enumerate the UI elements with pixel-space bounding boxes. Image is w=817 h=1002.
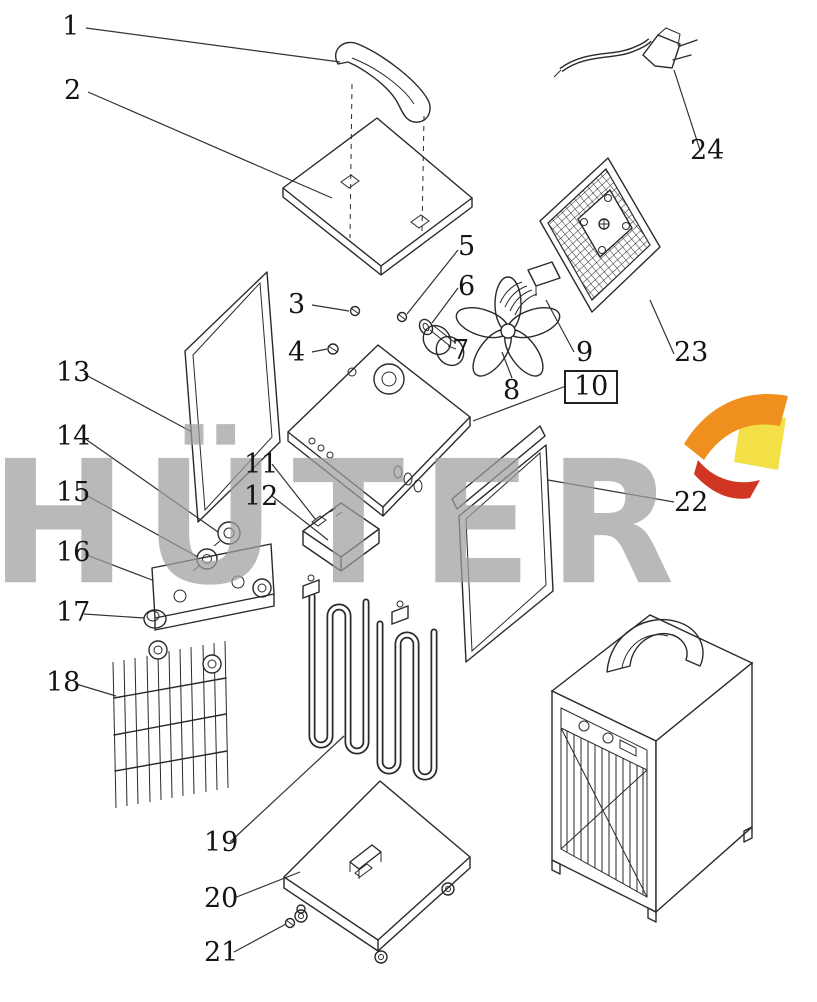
part-top-cover: [283, 118, 472, 275]
part-label-23: 23: [674, 337, 709, 368]
part-label-4: 4: [288, 337, 306, 368]
watermark-text: HÜTER: [0, 424, 691, 623]
leader-line-8: [502, 352, 512, 378]
leader-line-7: [448, 346, 456, 349]
part-capacitor: [303, 503, 379, 571]
part-switch: [144, 610, 166, 628]
part-label-9: 9: [576, 337, 594, 368]
part-power-cord: [554, 28, 697, 77]
part-label-13: 13: [56, 357, 91, 388]
part-screw-5: [398, 313, 407, 322]
part-rear-grille: [540, 158, 660, 312]
part-label-12: 12: [244, 481, 279, 512]
part-label-22: 22: [674, 487, 709, 518]
leader-line-1: [86, 28, 340, 62]
leader-line-23: [650, 300, 674, 354]
part-screw-3: [351, 307, 360, 316]
assembled-heater: [552, 615, 752, 922]
part-label-10: 10: [564, 370, 619, 404]
part-control-panel: [152, 544, 274, 630]
part-label-1: 1: [62, 11, 80, 42]
part-handle: [336, 42, 430, 238]
leader-line-24: [674, 70, 700, 150]
part-right-side-panel: [452, 426, 553, 662]
leader-line-6: [432, 288, 458, 323]
part-motor: [418, 320, 470, 370]
leader-line-17: [84, 614, 144, 618]
part-label-16: 16: [56, 537, 91, 568]
part-heater-grille: [113, 641, 228, 808]
leader-line-14: [84, 438, 218, 532]
part-label-19: 19: [204, 827, 239, 858]
leader-line-11: [272, 464, 316, 520]
brand-logo-icon: [684, 394, 788, 499]
logo-orange-shape: [684, 394, 788, 460]
unit-handle: [607, 620, 703, 672]
leader-line-22: [548, 480, 674, 502]
part-label-15: 15: [56, 477, 91, 508]
part-bushing-6: [417, 317, 435, 337]
leader-line-15: [84, 494, 198, 557]
part-bottom-plate: [284, 781, 470, 963]
part-motor-bracket: [500, 262, 560, 315]
part-label-8: 8: [503, 375, 521, 406]
leader-line-16: [84, 554, 152, 580]
part-label-14: 14: [56, 421, 91, 452]
part-mounting-plate: [288, 345, 470, 516]
part-label-17: 17: [56, 597, 91, 628]
leader-line-21: [234, 924, 286, 952]
part-label-11: 11: [244, 449, 279, 480]
leader-line-13: [84, 374, 192, 432]
leader-line-12: [272, 496, 328, 540]
part-screws-21: [286, 905, 306, 928]
leader-line-4: [312, 349, 327, 352]
part-label-2: 2: [64, 75, 82, 106]
leader-lines: [76, 28, 700, 952]
leader-line-5: [407, 250, 458, 314]
leader-line-18: [76, 684, 116, 696]
part-label-24: 24: [690, 135, 725, 166]
part-label-7: 7: [452, 335, 470, 366]
logo-red-shape: [694, 460, 760, 499]
part-label-3: 3: [288, 289, 306, 320]
part-bushing-4: [328, 344, 338, 354]
leader-line-3: [312, 305, 349, 311]
part-label-18: 18: [46, 667, 81, 698]
part-heating-elements: [303, 575, 434, 777]
part-fan-blade: [453, 277, 564, 382]
grille-rails: [114, 678, 227, 771]
leader-line-9: [546, 300, 574, 352]
part-left-side-panel: [185, 272, 280, 522]
leader-line-2: [88, 92, 332, 198]
part-label-5: 5: [458, 231, 476, 262]
part-knob-14: [214, 522, 240, 546]
leader-line-10: [473, 386, 566, 421]
unit-grille: [567, 731, 643, 895]
part-label-21: 21: [204, 937, 239, 968]
part-label-6: 6: [458, 271, 476, 302]
leader-line-20: [234, 872, 300, 898]
part-label-20: 20: [204, 883, 239, 914]
leader-line-19: [230, 736, 344, 842]
